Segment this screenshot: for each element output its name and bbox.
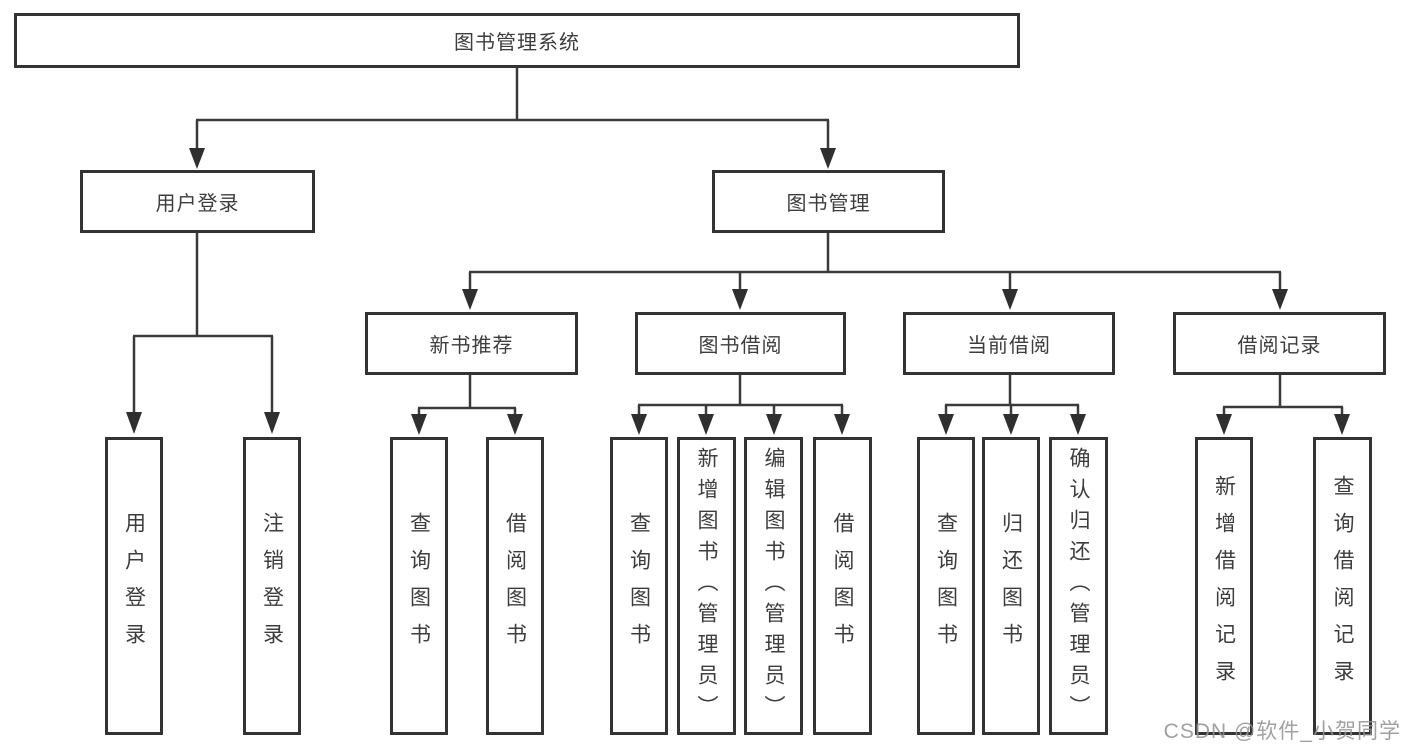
leaf-add-book-admin: 新增图书（管理员） [677, 437, 736, 735]
node-book-management: 图书管理 [712, 170, 945, 233]
csdn-watermark: CSDN @软件_小贺同学 [1163, 720, 1401, 743]
leaf-user-login-label: 用户登录 [122, 512, 146, 660]
leaf-query-books-current: 查询图书 [917, 437, 975, 735]
leaf-return-books: 归还图书 [982, 437, 1040, 735]
leaf-edit-book-admin-label: 编辑图书（管理员） [762, 446, 785, 726]
node-user-login-label: 用户登录 [155, 193, 240, 215]
node-current-borrowing: 当前借阅 [903, 312, 1115, 375]
node-borrowing-records: 借阅记录 [1173, 312, 1386, 375]
connector-book-borrow-to-leaves [637, 375, 844, 416]
connector-current-borrow-to-leaves [944, 375, 1080, 416]
leaf-user-login: 用户登录 [105, 437, 163, 735]
connector-borrow-records-to-leaves [1222, 375, 1344, 416]
connector-book-mgmt-to-level3 [468, 233, 1282, 290]
leaf-borrow-books-borrowing-label: 借阅图书 [831, 512, 854, 660]
leaf-query-borrow-record: 查询借阅记录 [1313, 437, 1372, 735]
leaf-edit-book-admin: 编辑图书（管理员） [744, 437, 803, 735]
node-borrowing-records-label: 借阅记录 [1237, 335, 1322, 357]
node-new-book-recommend: 新书推荐 [365, 312, 578, 375]
leaf-borrow-books-recommend: 借阅图书 [486, 437, 544, 735]
leaf-query-books-borrowing-label: 查询图书 [627, 512, 651, 660]
connector-root-to-level2 [195, 68, 830, 150]
node-book-borrowing: 图书借阅 [635, 312, 846, 375]
node-book-management-label: 图书管理 [786, 193, 871, 215]
leaf-add-book-admin-label: 新增图书（管理员） [695, 446, 718, 726]
leaf-confirm-return-admin-label: 确认归还（管理员） [1067, 446, 1090, 726]
leaf-borrow-books-recommend-label: 借阅图书 [503, 512, 527, 660]
node-root-label: 图书管理系统 [454, 32, 580, 54]
leaf-return-books-label: 归还图书 [999, 512, 1023, 660]
node-user-login: 用户登录 [80, 170, 315, 233]
connector-new-book-to-leaves [417, 375, 517, 416]
node-root: 图书管理系统 [14, 13, 1020, 68]
node-new-book-recommend-label: 新书推荐 [429, 335, 514, 357]
leaf-query-borrow-record-label: 查询借阅记录 [1331, 475, 1354, 697]
leaf-logout: 注销登录 [243, 437, 301, 735]
arrowheads-level3 [462, 289, 1288, 310]
arrowheads-current-borrow-leaves [938, 414, 1086, 435]
leaf-query-books-current-label: 查询图书 [934, 512, 958, 660]
arrowheads-user-login-leaves [126, 412, 280, 434]
leaf-query-books-borrowing: 查询图书 [610, 437, 668, 735]
arrowheads-borrow-records-leaves [1216, 414, 1350, 435]
node-current-borrowing-label: 当前借阅 [967, 335, 1051, 357]
leaf-add-borrow-record: 新增借阅记录 [1195, 437, 1253, 735]
node-book-borrowing-label: 图书借阅 [698, 335, 783, 357]
connector-user-login-to-leaves [132, 233, 274, 414]
arrowheads-level2 [189, 148, 836, 169]
leaf-confirm-return-admin: 确认归还（管理员） [1049, 437, 1108, 735]
leaf-query-books-recommend-label: 查询图书 [407, 512, 431, 660]
leaf-logout-label: 注销登录 [260, 512, 284, 660]
leaf-borrow-books-borrowing: 借阅图书 [813, 437, 872, 735]
arrowheads-new-book-leaves [411, 414, 523, 435]
leaf-add-borrow-record-label: 新增借阅记录 [1212, 475, 1236, 697]
leaf-query-books-recommend: 查询图书 [390, 437, 448, 735]
arrowheads-book-borrow-leaves [631, 414, 850, 435]
